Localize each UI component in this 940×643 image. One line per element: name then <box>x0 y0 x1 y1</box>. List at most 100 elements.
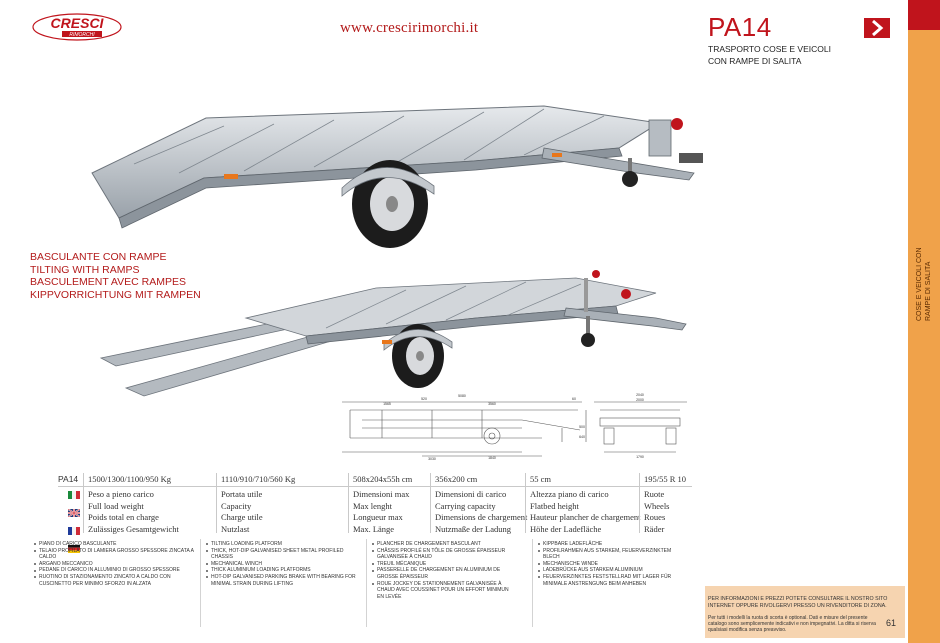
chevron-right-icon <box>864 18 890 38</box>
list-item: THICK ALUMINIUM LOADING PLATFORMS <box>206 567 356 574</box>
spec-value: 195/55 R 10 <box>644 474 687 484</box>
side-band <box>908 0 940 643</box>
dim-bottom-a: 3030 <box>428 457 436 461</box>
model-code: PA14 <box>708 12 772 42</box>
spec-col-flatbed-height: 55 cm Altezza piano di carico Flatbed he… <box>530 473 641 535</box>
language-flags <box>67 489 82 561</box>
logo-sub-text: RIMORCHI <box>69 32 95 38</box>
spec-col-weight: 1500/1300/1100/950 Kg Peso a pieno caric… <box>88 473 179 535</box>
list-item: PROFILRAHMEN AUS STARKEM, FEUERVERZINKTE… <box>538 548 688 561</box>
features-list-en: TILTING LOADING PLATFORM THICK, HOT-DIP … <box>206 541 356 587</box>
spec-label-de: Höhe der Ladefläche <box>530 523 602 534</box>
spec-label-en: Carrying capacity <box>435 500 496 511</box>
logo-brand-text: CRESCI <box>51 15 105 31</box>
dim-side-bottom: 1790 <box>636 455 644 459</box>
italy-flag-icon <box>68 490 80 499</box>
spec-label-de: Zulässiges Gesamtgewicht <box>88 523 179 534</box>
dim-top-inner: 3560 <box>488 402 496 406</box>
spec-label-fr: Longueur max <box>353 512 403 522</box>
spec-label-it: Portata utile <box>221 489 263 499</box>
cresci-logo: CRESCI RIMORCHI <box>32 13 122 41</box>
dim-top-small: 520 <box>421 397 427 401</box>
list-item: LADEBRÜCKE AUS STARKEM ALUMINIUM <box>538 567 688 574</box>
technical-drawing: 5080 3560 1565 520 60 3030 1840 2040 200… <box>342 393 687 461</box>
dim-top-left: 1565 <box>383 402 391 406</box>
feature-divider <box>532 539 533 627</box>
dim-height2: 640 <box>579 435 585 439</box>
spec-label-fr: Charge utile <box>221 512 263 522</box>
spec-label-it: Dimensioni di carico <box>435 489 507 499</box>
spec-value: 1110/910/710/560 Kg <box>221 474 296 484</box>
list-item: TILTING LOADING PLATFORM <box>206 541 356 548</box>
subtitle-line-2: CON RAMPE DI SALITA <box>708 56 802 66</box>
spec-divider <box>348 473 349 533</box>
spec-label-en: Wheels <box>644 500 670 511</box>
model-subtitle: TRASPORTO COSE E VEICOLI CON RAMPE DI SA… <box>708 43 831 67</box>
list-item: TELAIO PROFILATO DI LAMIERA GROSSO SPESS… <box>34 548 194 561</box>
spec-label-it: Altezza piano di carico <box>530 489 609 499</box>
dim-side-w: 2040 <box>636 393 644 397</box>
spec-divider <box>430 473 431 533</box>
spec-value: 55 cm <box>530 474 552 484</box>
info-box <box>705 586 905 638</box>
spec-label-fr: Dimensions de chargement <box>435 512 528 522</box>
dim-top-total: 5080 <box>458 394 466 398</box>
list-item: CHÂSSIS PROFILÉ EN TÔLE DE GROSSE ÉPAISS… <box>372 548 512 561</box>
title-en: TILTING WITH RAMPS <box>30 263 140 276</box>
page-number: 61 <box>886 618 897 628</box>
list-item: ROUE JOCKEY DE STATIONNEMENT GALVANISÉE … <box>372 581 512 601</box>
spec-col-max-dimensions: 508x204x55h cm Dimensioni max Max lenght… <box>353 473 412 535</box>
spec-value: 1500/1300/1100/950 Kg <box>88 474 172 484</box>
trailer-photo-tilted <box>91 105 703 248</box>
spec-divider <box>639 473 640 533</box>
spec-value: 356x200 cm <box>435 474 478 484</box>
title-it: BASCULANTE CON RAMPE <box>30 251 167 263</box>
feature-divider <box>366 539 367 627</box>
spec-col-load-dimensions: 356x200 cm Dimensioni di carico Carrying… <box>435 473 527 535</box>
spec-col-capacity: 1110/910/710/560 Kg Portata utile Capaci… <box>221 473 295 535</box>
website-url[interactable]: www.crescirimorchi.it <box>340 20 479 36</box>
features-list-fr: PLANCHER DE CHARGEMENT BASCULANT CHÂSSIS… <box>372 541 512 600</box>
list-item: TREUIL MÉCANIQUE <box>372 561 512 568</box>
list-item: MECHANISCHE WINDE <box>538 561 688 568</box>
list-item: PASSERELLE DE CHARGEMENT EN ALUMINIUM DE… <box>372 567 512 580</box>
dim-side-w2: 2000 <box>636 398 644 402</box>
list-item: HOT-DIP GALVANISED PARKING BRAKE WITH BE… <box>206 574 356 587</box>
side-band-label: COSE E VEICOLI CON RAMPE DI SALITA <box>916 247 932 321</box>
spec-divider <box>83 473 84 533</box>
list-item: THICK, HOT-DIP GALVANISED SHEET METAL PR… <box>206 548 356 561</box>
title-de: KIPPVORRICHTUNG MIT RAMPEN <box>30 288 201 301</box>
spec-divider <box>216 473 217 533</box>
spec-model-label: PA14 <box>58 474 79 484</box>
spec-label-fr: Poids total en charge <box>88 512 159 522</box>
spec-label-en: Full load weight <box>88 500 144 511</box>
spec-label-de: Nutzmaße der Ladung <box>435 523 511 534</box>
spec-label-en: Capacity <box>221 500 252 511</box>
spec-label-de: Räder <box>644 523 665 534</box>
list-item: PEDANE DI CARICO IN ALLUMINIO DI GROSSO … <box>34 567 194 574</box>
spec-label-fr: Hauteur plancher de chargement <box>530 512 641 522</box>
list-item: ARGANO MECCANICO <box>34 561 194 568</box>
germany-flag-icon <box>68 544 80 553</box>
info-lower-text: Per tutti i modelli la ruota di scorta è… <box>708 615 876 633</box>
list-item: MECHANICAL WINCH <box>206 561 356 568</box>
spec-label-fr: Roues <box>644 512 666 522</box>
title-fr: BASCULEMENT AVEC RAMPES <box>30 276 186 288</box>
feature-titles: BASCULANTE CON RAMPE TILTING WITH RAMPS … <box>30 251 201 301</box>
spec-label-de: Max. Länge <box>353 523 395 534</box>
feature-divider <box>200 539 201 627</box>
spec-label-it: Ruote <box>644 489 665 499</box>
trailer-photo-ramps <box>99 270 687 397</box>
dim-height: 500 <box>579 425 585 429</box>
subtitle-line-1: TRASPORTO COSE E VEICOLI <box>708 44 831 54</box>
features-list-de: KIPPBARE LADEFLÄCHE PROFILRAHMEN AUS STA… <box>538 541 688 587</box>
dim-bottom-b: 1840 <box>488 456 496 460</box>
spec-value: 508x204x55h cm <box>353 474 413 484</box>
list-item: FEUERVERZINKTES FESTSTELLRAD MIT LAGER F… <box>538 574 688 587</box>
list-item: PLANCHER DE CHARGEMENT BASCULANT <box>372 541 512 548</box>
spec-label-it: Peso a pieno carico <box>88 489 154 499</box>
spec-label-en: Flatbed height <box>530 500 579 511</box>
features-list-it: PIANO DI CARICO BASCULANTE TELAIO PROFIL… <box>34 541 194 587</box>
spec-col-wheels: 195/55 R 10 Ruote Wheels Roues Räder <box>644 473 686 535</box>
spec-divider <box>525 473 526 533</box>
